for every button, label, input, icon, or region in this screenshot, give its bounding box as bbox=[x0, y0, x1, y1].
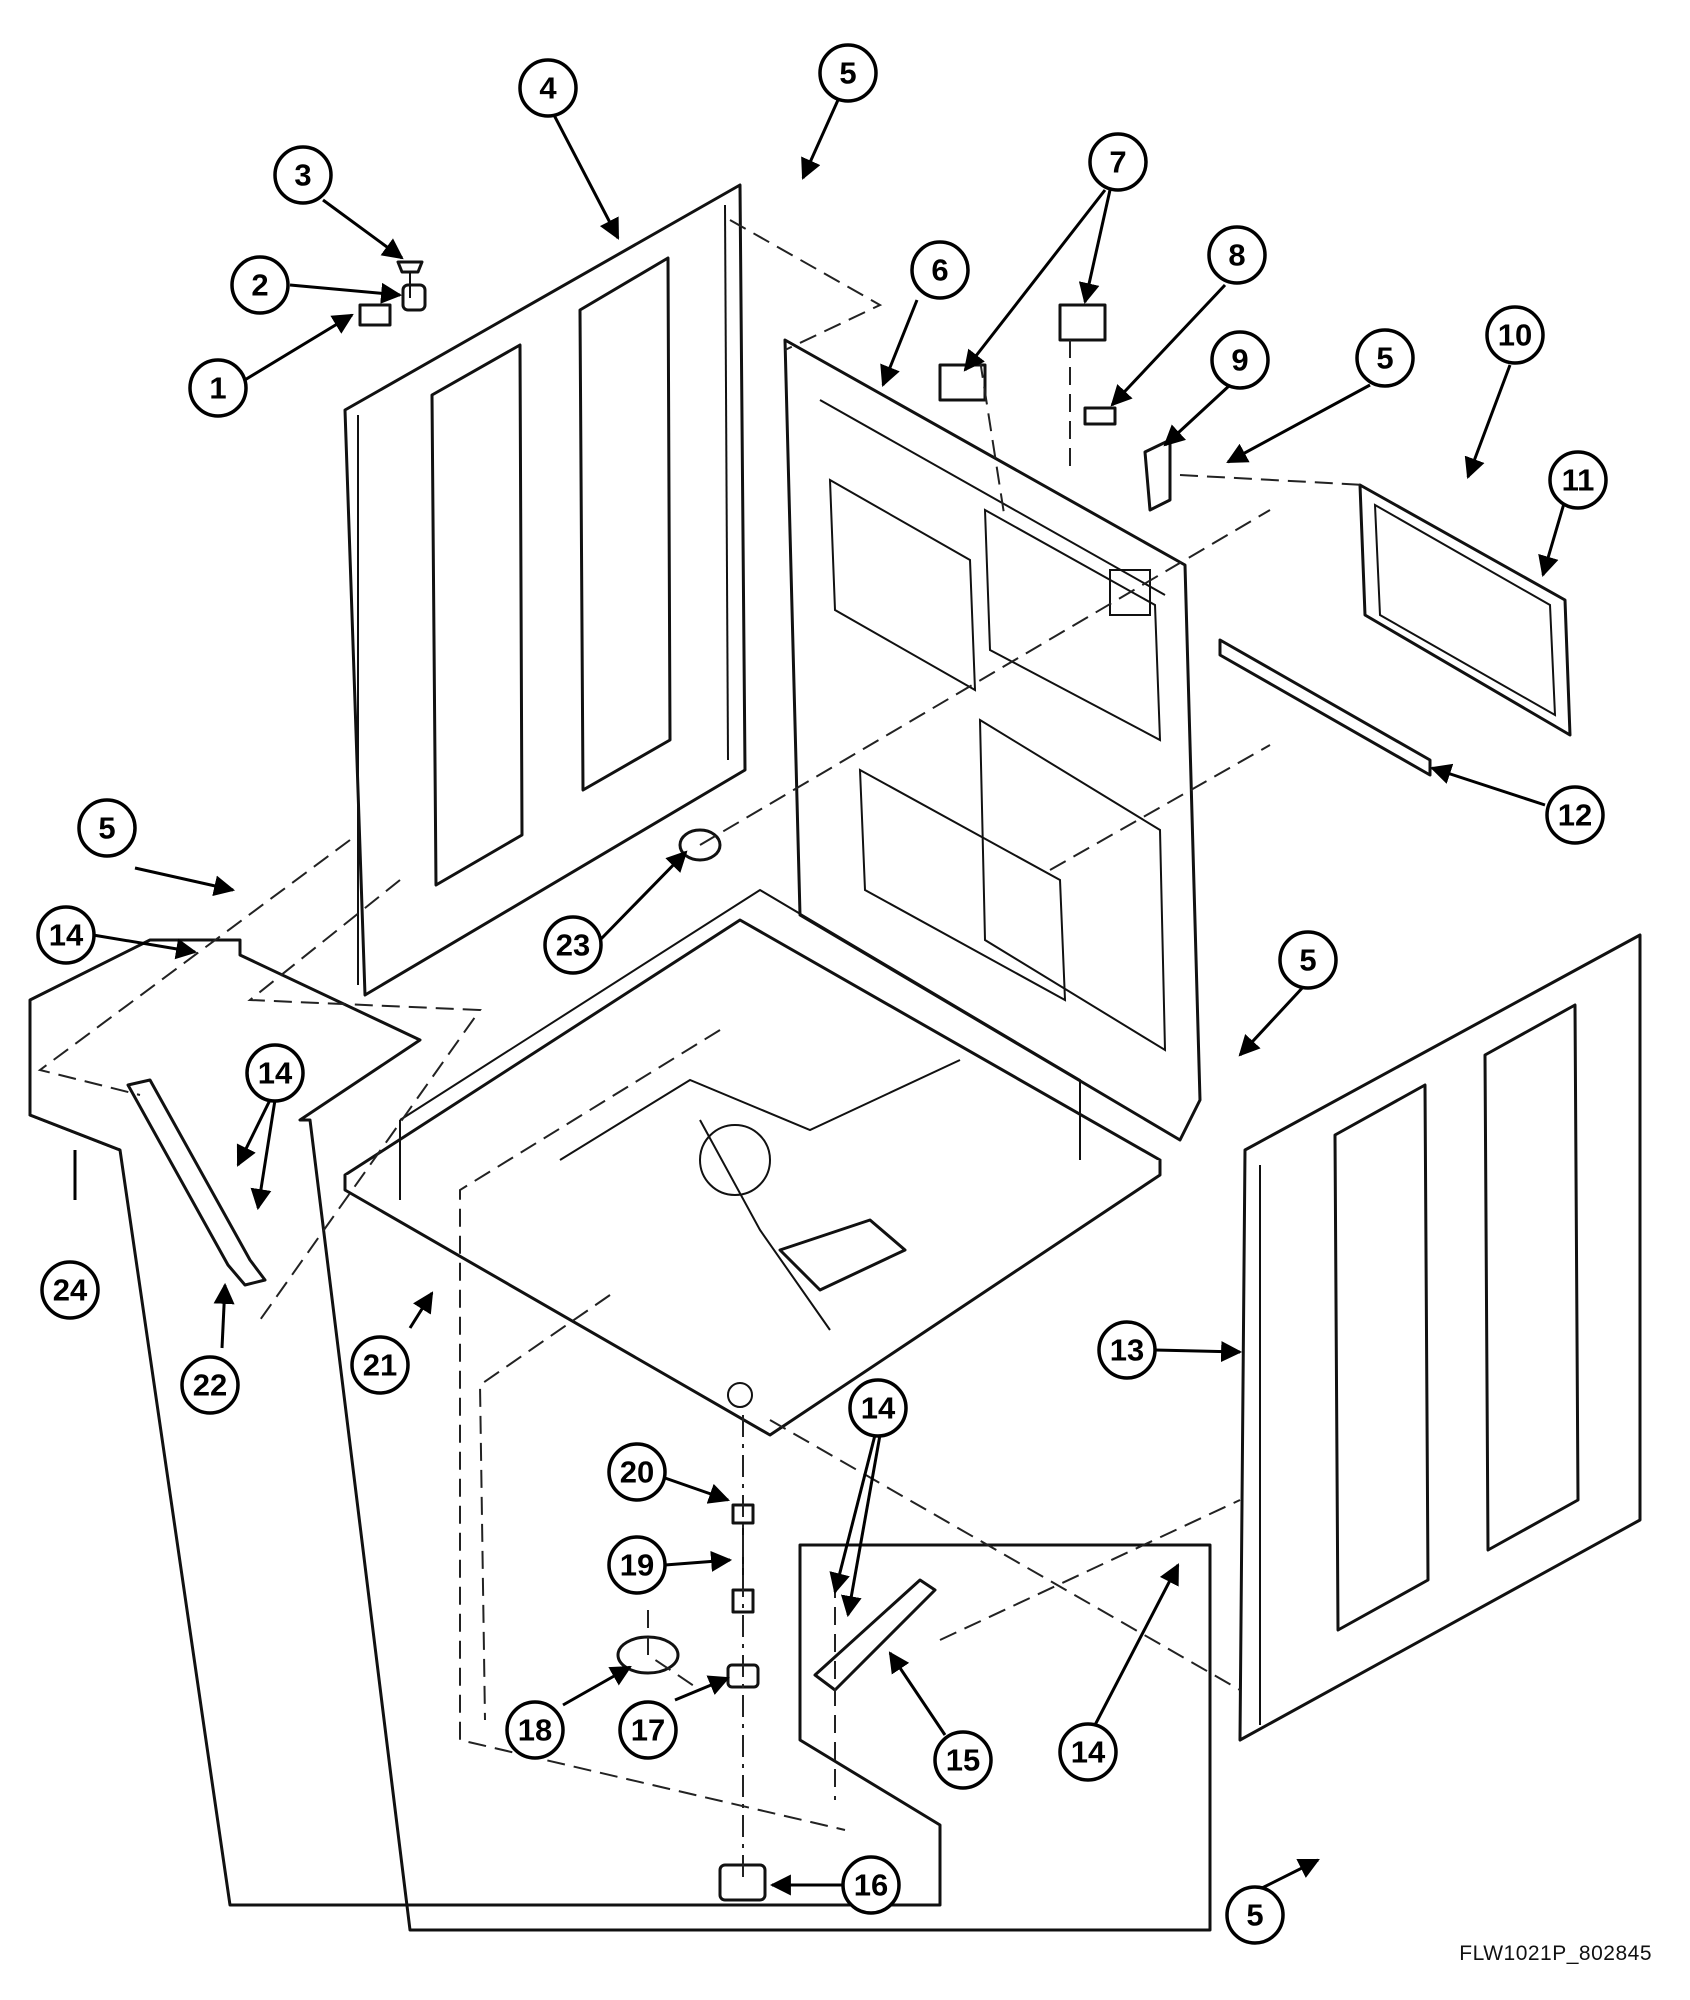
svg-text:10: 10 bbox=[1498, 318, 1532, 353]
svg-text:22: 22 bbox=[193, 1368, 227, 1403]
callout-24: 24 bbox=[40, 1260, 100, 1320]
svg-text:15: 15 bbox=[946, 1743, 980, 1778]
svg-text:1: 1 bbox=[209, 371, 226, 406]
svg-text:24: 24 bbox=[53, 1273, 88, 1308]
callout-6: 6 bbox=[910, 240, 970, 300]
base-panel-24 bbox=[28, 938, 1212, 1932]
svg-text:7: 7 bbox=[1109, 145, 1126, 180]
right-side-panel-13 bbox=[1238, 933, 1642, 1742]
callout-14-right: 14 bbox=[1058, 1722, 1118, 1782]
drawing-code: FLW1021P_802845 bbox=[1459, 1942, 1652, 1965]
callout-14-top-left: 14 bbox=[36, 905, 96, 965]
part-8 bbox=[1083, 406, 1117, 426]
label-7a bbox=[938, 363, 987, 402]
callout-22: 22 bbox=[180, 1355, 240, 1415]
svg-text:5: 5 bbox=[98, 811, 115, 846]
callout-11: 11 bbox=[1548, 450, 1608, 510]
control-bracket-11 bbox=[1358, 483, 1572, 737]
callout-18: 18 bbox=[505, 1700, 565, 1760]
strip-12 bbox=[1218, 638, 1432, 777]
bracket-22 bbox=[126, 1078, 267, 1287]
svg-text:8: 8 bbox=[1228, 238, 1245, 273]
svg-text:12: 12 bbox=[1558, 798, 1592, 833]
svg-text:14: 14 bbox=[1071, 1735, 1106, 1770]
callout-7: 7 bbox=[1088, 132, 1148, 192]
svg-text:2: 2 bbox=[251, 268, 268, 303]
svg-text:14: 14 bbox=[258, 1056, 293, 1091]
base-frame-21 bbox=[343, 888, 1162, 1437]
callout-20: 20 bbox=[607, 1442, 667, 1502]
svg-text:5: 5 bbox=[839, 56, 856, 91]
callout-2: 2 bbox=[230, 255, 290, 315]
callout-3: 3 bbox=[273, 145, 333, 205]
screw-3 bbox=[396, 260, 424, 274]
callout-4: 4 bbox=[518, 58, 578, 118]
callout-5-bottom-right: 5 bbox=[1225, 1885, 1285, 1945]
svg-text:20: 20 bbox=[620, 1455, 654, 1490]
svg-text:23: 23 bbox=[556, 928, 590, 963]
callout-5-mid-right: 5 bbox=[1278, 930, 1338, 990]
callout-14-left-bracket: 14 bbox=[245, 1043, 305, 1103]
callout-17: 17 bbox=[618, 1700, 678, 1760]
svg-text:5: 5 bbox=[1376, 341, 1393, 376]
callout-1: 1 bbox=[188, 358, 248, 418]
svg-text:9: 9 bbox=[1231, 343, 1248, 378]
callout-8: 8 bbox=[1207, 225, 1267, 285]
callout-19: 19 bbox=[607, 1535, 667, 1595]
callout-9: 9 bbox=[1210, 330, 1270, 390]
assembly-lines bbox=[37, 219, 1366, 1880]
svg-text:18: 18 bbox=[518, 1713, 552, 1748]
svg-text:19: 19 bbox=[620, 1548, 654, 1583]
svg-text:6: 6 bbox=[931, 253, 948, 288]
callout-5-right: 5 bbox=[1355, 328, 1415, 388]
svg-text:5: 5 bbox=[1246, 1898, 1263, 1933]
callout-14-center: 14 bbox=[848, 1378, 908, 1438]
svg-text:4: 4 bbox=[539, 71, 557, 106]
callout-15: 15 bbox=[933, 1730, 993, 1790]
svg-text:14: 14 bbox=[49, 918, 84, 953]
leader-lines bbox=[73, 99, 1567, 1896]
callout-13: 13 bbox=[1097, 1320, 1157, 1380]
label-7b bbox=[1058, 303, 1107, 342]
svg-text:14: 14 bbox=[861, 1391, 896, 1426]
svg-text:11: 11 bbox=[1562, 463, 1595, 498]
callout-21: 21 bbox=[350, 1335, 410, 1395]
callout-23: 23 bbox=[543, 915, 603, 975]
callout-16: 16 bbox=[841, 1855, 901, 1915]
callout-5-left: 5 bbox=[77, 798, 137, 858]
svg-text:21: 21 bbox=[363, 1348, 397, 1383]
bracket-15 bbox=[813, 1578, 937, 1692]
svg-text:17: 17 bbox=[631, 1713, 665, 1748]
rear-panel-6 bbox=[783, 338, 1202, 1142]
callout-12: 12 bbox=[1545, 785, 1605, 845]
part-1 bbox=[358, 303, 392, 327]
svg-text:5: 5 bbox=[1299, 943, 1316, 978]
clip-9 bbox=[1143, 438, 1172, 512]
callout-bubbles: 1 2 3 4 5 5 5 5 5 6 7 8 9 10 11 12 13 14… bbox=[36, 43, 1608, 1945]
svg-text:16: 16 bbox=[854, 1868, 888, 1903]
svg-text:13: 13 bbox=[1110, 1333, 1144, 1368]
svg-text:3: 3 bbox=[294, 158, 311, 193]
callout-5-top: 5 bbox=[818, 43, 878, 103]
part-2 bbox=[401, 283, 427, 312]
callout-10: 10 bbox=[1485, 305, 1545, 365]
left-side-panel-4 bbox=[343, 183, 747, 997]
